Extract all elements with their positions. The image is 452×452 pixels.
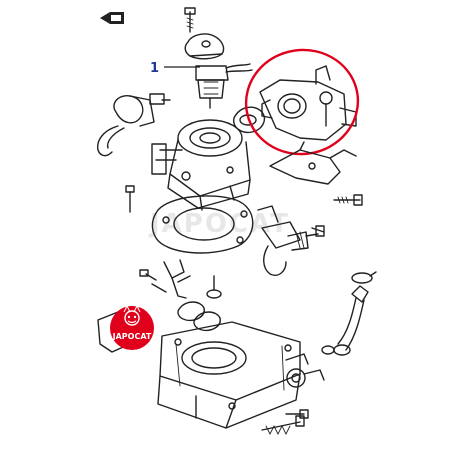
top-screw xyxy=(184,7,196,33)
throttle-gaskets xyxy=(177,301,221,332)
fuel-cut-solenoid xyxy=(257,205,325,276)
callout-1: 1 xyxy=(150,61,200,76)
mascot-icon xyxy=(123,304,141,326)
highlight-circle xyxy=(244,48,360,156)
mid-left-bolts xyxy=(139,269,167,293)
right-screw xyxy=(333,194,363,206)
choke-housing xyxy=(259,65,357,141)
elbow-hose xyxy=(333,285,369,356)
small-clamp xyxy=(321,345,335,355)
watermark-text: JAPOCAT xyxy=(148,209,290,239)
base-gasket xyxy=(151,195,254,254)
diaphragm-cover xyxy=(184,33,225,60)
vacuum-diaphragm xyxy=(97,93,171,157)
svg-text:1: 1 xyxy=(150,61,159,76)
left-small-bolt xyxy=(125,185,135,213)
logo-text: JAPOCAT xyxy=(112,332,152,341)
idle-adjust-screw xyxy=(261,415,305,436)
front-arrow-icon xyxy=(100,12,124,24)
hose-clamp xyxy=(351,271,377,284)
throttle-linkage xyxy=(285,353,325,388)
throttle-body-lower xyxy=(157,321,301,429)
cap-nut xyxy=(206,275,222,299)
fork-lever xyxy=(163,259,191,299)
bracket-lever xyxy=(269,141,357,185)
brand-logo: JAPOCAT xyxy=(110,304,154,350)
bottom-right-screw xyxy=(285,409,309,419)
choke-actuator xyxy=(195,63,253,109)
